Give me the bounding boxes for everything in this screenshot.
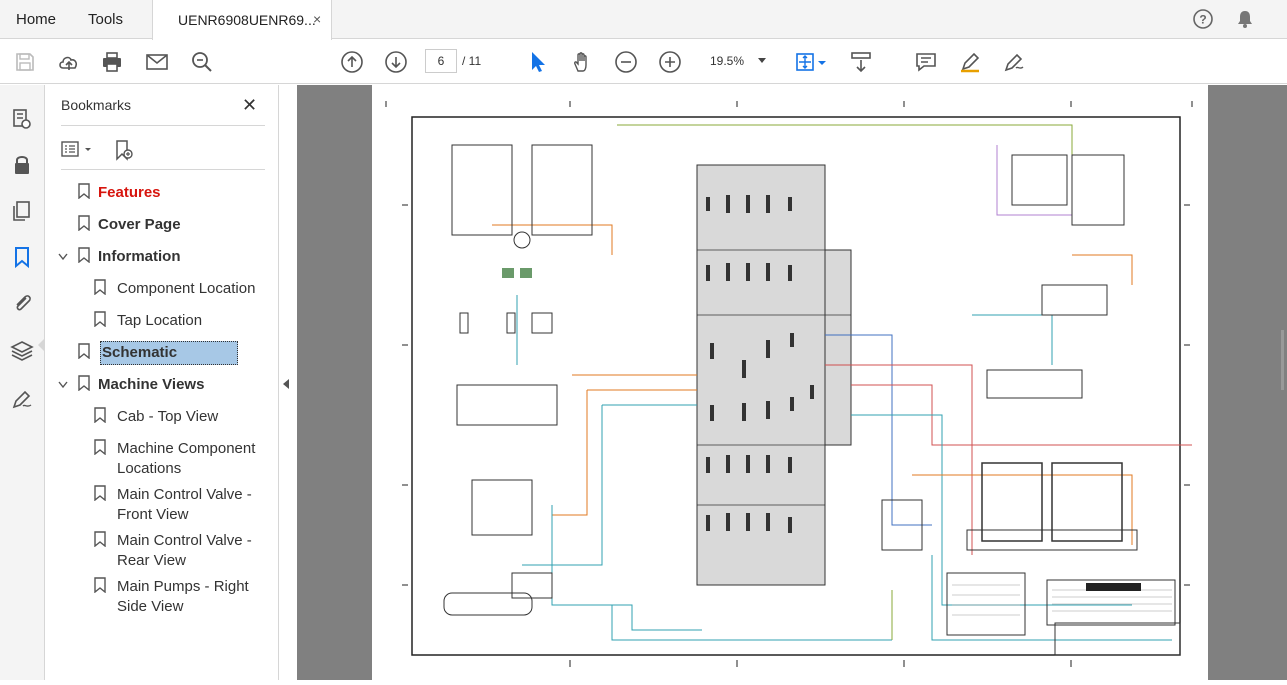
bookmarks-panel-title: Bookmarks [61, 97, 132, 113]
bookmark-label: Features [98, 184, 161, 201]
navigation-rail [0, 85, 45, 680]
fit-page-dropdown-icon[interactable] [816, 50, 828, 74]
lock-icon[interactable] [10, 153, 34, 177]
bookmark-flag-icon [94, 531, 106, 547]
collapse-panel-icon[interactable] [283, 379, 289, 389]
zoom-in-icon[interactable] [658, 50, 682, 74]
bookmark-label-line2: Locations [117, 460, 182, 477]
close-panel-icon[interactable]: ✕ [242, 95, 258, 115]
fit-page-icon[interactable] [793, 50, 817, 74]
bookmark-label: Main Control Valve - [117, 486, 252, 503]
bookmark-flag-icon [94, 485, 106, 501]
page-total: / 11 [462, 54, 482, 68]
hydraulic-schematic-drawing [385, 101, 1193, 667]
scroll-mode-icon[interactable] [849, 50, 873, 74]
bookmark-flag-icon [78, 375, 90, 391]
bookmark-label: Tap Location [117, 312, 203, 329]
panel-divider [61, 169, 265, 170]
bookmark-label: Machine Views [98, 376, 205, 393]
pdf-page [372, 85, 1208, 680]
tools-tab[interactable]: Tools [88, 11, 124, 28]
bookmark-flag-icon [94, 407, 106, 423]
document-tab-title: UENR6908UENR69... [178, 12, 316, 28]
bookmark-label: Main Control Valve - [117, 532, 252, 549]
upload-cloud-icon[interactable] [57, 50, 81, 74]
bookmark-label: Machine Component [117, 440, 256, 457]
pages-icon[interactable] [10, 199, 34, 223]
select-cursor-icon[interactable] [526, 50, 550, 74]
save-icon[interactable] [13, 50, 37, 74]
bookmark-flag-icon [94, 279, 106, 295]
search-zoom-icon[interactable] [190, 50, 214, 74]
print-icon[interactable] [100, 50, 124, 74]
bookmark-flag-icon [78, 247, 90, 263]
vertical-scrollbar[interactable] [1281, 330, 1284, 390]
bookmark-flag-icon [78, 215, 90, 231]
tab-bar: Home Tools UENR6908UENR69... × ? [0, 0, 1287, 40]
close-tab-icon[interactable]: × [313, 11, 322, 27]
next-page-icon[interactable] [384, 50, 408, 74]
zoom-level-value: 19.5% [710, 54, 745, 68]
layers-icon[interactable] [10, 339, 34, 363]
chevron-down-icon[interactable] [58, 253, 68, 261]
bookmark-label: Main Pumps - Right [117, 578, 249, 595]
highlight-pen-icon[interactable] [958, 50, 982, 74]
new-bookmark-icon[interactable] [113, 139, 135, 161]
bookmark-flag-icon [94, 577, 106, 593]
bookmark-flag-icon [94, 439, 106, 455]
bookmark-label-line2: Rear View [117, 552, 186, 569]
bookmark-icon[interactable] [10, 245, 34, 269]
bookmark-label: Cover Page [98, 216, 181, 233]
comment-icon[interactable] [914, 50, 938, 74]
attachment-icon[interactable] [10, 291, 34, 315]
home-tab[interactable]: Home [16, 11, 57, 28]
document-tab[interactable]: UENR6908UENR69... × [152, 0, 332, 40]
sign-pen-icon[interactable] [1002, 50, 1026, 74]
email-icon[interactable] [145, 50, 169, 74]
zoom-out-icon[interactable] [614, 50, 638, 74]
bookmark-label-line2: Front View [117, 506, 189, 523]
page-number-input[interactable]: 6 [425, 49, 457, 73]
page-thumbnails-icon[interactable] [10, 107, 34, 131]
panel-divider [61, 125, 265, 126]
chevron-down-icon[interactable] [58, 381, 68, 389]
help-icon[interactable]: ? [1192, 8, 1214, 30]
document-viewer[interactable] [297, 85, 1287, 680]
zoom-level-select[interactable]: 19.5% [700, 49, 772, 73]
previous-page-icon[interactable] [340, 50, 364, 74]
signature-icon[interactable] [10, 387, 34, 411]
svg-text:?: ? [1199, 13, 1206, 27]
bookmark-label: Information [98, 248, 181, 265]
bookmark-flag-icon [94, 311, 106, 327]
bookmark-flag-icon [78, 343, 90, 359]
active-panel-indicator [38, 339, 44, 351]
bookmark-flag-icon [78, 183, 90, 199]
bookmark-label: Schematic [100, 341, 239, 365]
main-toolbar [0, 40, 1287, 116]
bookmark-options-icon[interactable] [61, 139, 95, 161]
zoom-dropdown-icon[interactable] [758, 58, 766, 63]
bookmark-label-line2: Side View [117, 598, 184, 615]
bookmark-label: Component Location [117, 280, 256, 297]
notification-bell-icon[interactable] [1234, 8, 1256, 30]
bookmark-label: Cab - Top View [117, 408, 219, 425]
hand-tool-icon[interactable] [570, 50, 594, 74]
